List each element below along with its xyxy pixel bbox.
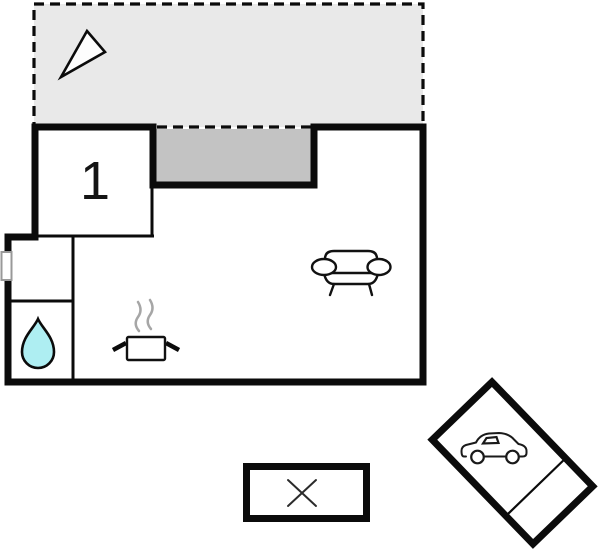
- room-number-label: 1: [80, 151, 110, 211]
- north-arrow-icon: [57, 28, 108, 81]
- building-outline: [4, 123, 427, 386]
- cooking-pot-icon: [111, 335, 181, 362]
- terrace-area: [32, 2, 425, 129]
- water-drop-icon: [20, 315, 56, 370]
- carport-divider: [505, 457, 567, 517]
- steam-icon: [134, 298, 154, 333]
- car-icon: [460, 432, 528, 465]
- covered-porch-area: [153, 129, 314, 185]
- x-marker-box: [243, 463, 370, 522]
- sofa-icon: [310, 249, 392, 297]
- entry-door: [0, 251, 13, 281]
